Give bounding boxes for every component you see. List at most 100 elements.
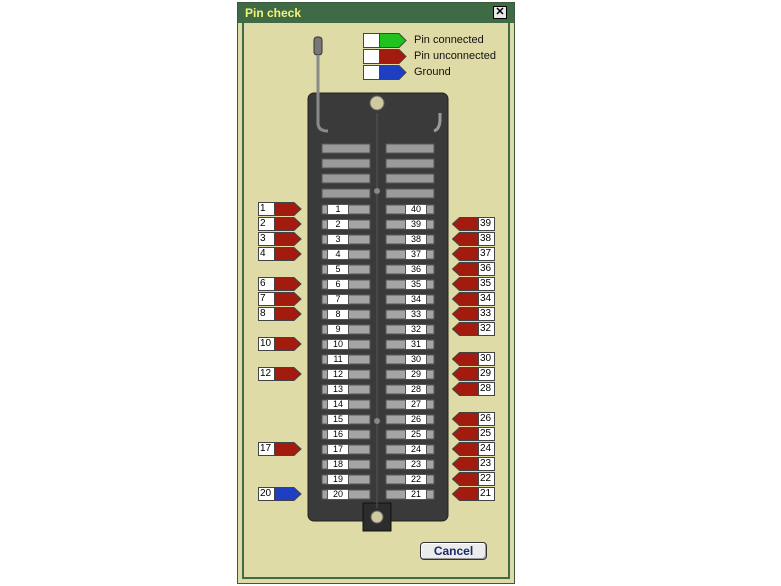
pin-flag-number: 21 (480, 488, 492, 499)
socket-pin-label: 15 (327, 414, 349, 425)
socket-pin-label: 31 (405, 339, 427, 350)
socket-pin-label: 13 (327, 384, 349, 395)
socket-pin-label: 9 (327, 324, 349, 335)
socket-pin-label: 22 (405, 474, 427, 485)
socket-slot (321, 173, 371, 184)
pin-flag-number: 34 (480, 293, 492, 304)
socket-pin-label: 40 (405, 204, 427, 215)
socket-pin-label: 17 (327, 444, 349, 455)
socket-pin-label: 7 (327, 294, 349, 305)
dialog-frame (242, 23, 510, 579)
socket-slot (321, 143, 371, 154)
pin-flag-number: 7 (260, 293, 266, 304)
pin-flag-right: 33 (451, 307, 496, 321)
pin-flag-number: 22 (480, 473, 492, 484)
socket-slot (385, 143, 435, 154)
pin-flag-left: 6 (258, 277, 302, 291)
pin-flag-number: 1 (260, 203, 266, 214)
socket-pin-label: 3 (327, 234, 349, 245)
close-button[interactable]: ✕ (493, 6, 507, 19)
socket-pin-label: 16 (327, 429, 349, 440)
pin-flag-number: 36 (480, 263, 492, 274)
pin-flag-number: 30 (480, 353, 492, 364)
socket-pin-label: 32 (405, 324, 427, 335)
pin-flag-left: 17 (258, 442, 302, 456)
pin-flag-right: 21 (451, 487, 496, 501)
pin-flag-right: 28 (451, 382, 496, 396)
socket-pin-label: 23 (405, 459, 427, 470)
socket-pin-label: 6 (327, 279, 349, 290)
socket-pin-label: 28 (405, 384, 427, 395)
socket-pin-label: 5 (327, 264, 349, 275)
socket-slot (321, 158, 371, 169)
pin-flag-left: 20 (258, 487, 302, 501)
pin-flag-left: 2 (258, 217, 302, 231)
socket-pin-label: 11 (327, 354, 349, 365)
legend-swatch (363, 33, 407, 48)
socket-pin-label: 18 (327, 459, 349, 470)
pin-flag-number: 33 (480, 308, 492, 319)
lever-knob (313, 36, 323, 56)
pin-flag-number: 37 (480, 248, 492, 259)
socket-pin-label: 1 (327, 204, 349, 215)
pin-flag-right: 23 (451, 457, 496, 471)
socket-slot (385, 158, 435, 169)
pin-flag-number: 3 (260, 233, 266, 244)
pin-flag-number: 23 (480, 458, 492, 469)
cancel-button[interactable]: Cancel (420, 542, 487, 560)
legend-label: Pin unconnected (414, 50, 496, 62)
socket-pin-label: 10 (327, 339, 349, 350)
socket-dot (374, 418, 380, 424)
pin-flag-number: 38 (480, 233, 492, 244)
pin-flag-right: 36 (451, 262, 496, 276)
socket-pin-label: 20 (327, 489, 349, 500)
socket-pin-label: 38 (405, 234, 427, 245)
pin-flag-right: 25 (451, 427, 496, 441)
lever-clip (433, 113, 442, 133)
pin-flag-right: 24 (451, 442, 496, 456)
pin-flag-left: 10 (258, 337, 302, 351)
pin-flag-number: 28 (480, 383, 492, 394)
socket-slot (385, 188, 435, 199)
socket-pin-label: 27 (405, 399, 427, 410)
socket-body (307, 92, 449, 522)
pin-flag-number: 39 (480, 218, 492, 229)
pin-flag-number: 4 (260, 248, 266, 259)
socket-slot (321, 188, 371, 199)
lever-hook (316, 122, 329, 133)
socket-slot (385, 173, 435, 184)
pin-flag-right: 39 (451, 217, 496, 231)
pin-flag-right: 35 (451, 277, 496, 291)
legend-swatch (363, 49, 407, 64)
socket-pin-label: 2 (327, 219, 349, 230)
pin-flag-left: 1 (258, 202, 302, 216)
pin-flag-number: 10 (260, 338, 272, 349)
pin-flag-number: 17 (260, 443, 272, 454)
socket-pin-label: 4 (327, 249, 349, 260)
pin-flag-number: 35 (480, 278, 492, 289)
legend-label: Ground (414, 66, 451, 78)
pin-flag-number: 20 (260, 488, 272, 499)
pin-flag-number: 24 (480, 443, 492, 454)
pin-flag-right: 26 (451, 412, 496, 426)
pin-flag-left: 8 (258, 307, 302, 321)
socket-pin-label: 37 (405, 249, 427, 260)
title-bar: Pin check ✕ (238, 3, 514, 23)
pin-flag-left: 4 (258, 247, 302, 261)
socket-pin-label: 8 (327, 309, 349, 320)
legend-label: Pin connected (414, 34, 484, 46)
pin-flag-left: 7 (258, 292, 302, 306)
pin-flag-number: 6 (260, 278, 266, 289)
socket-pin-label: 34 (405, 294, 427, 305)
pin-flag-right: 38 (451, 232, 496, 246)
window-title: Pin check (245, 6, 302, 20)
pin-flag-number: 12 (260, 368, 272, 379)
socket-pin-label: 26 (405, 414, 427, 425)
socket-bottom-hole (370, 510, 384, 524)
socket-pin-label: 39 (405, 219, 427, 230)
pin-flag-right: 34 (451, 292, 496, 306)
pin-flag-right: 30 (451, 352, 496, 366)
socket-pin-label: 35 (405, 279, 427, 290)
pin-flag-left: 12 (258, 367, 302, 381)
